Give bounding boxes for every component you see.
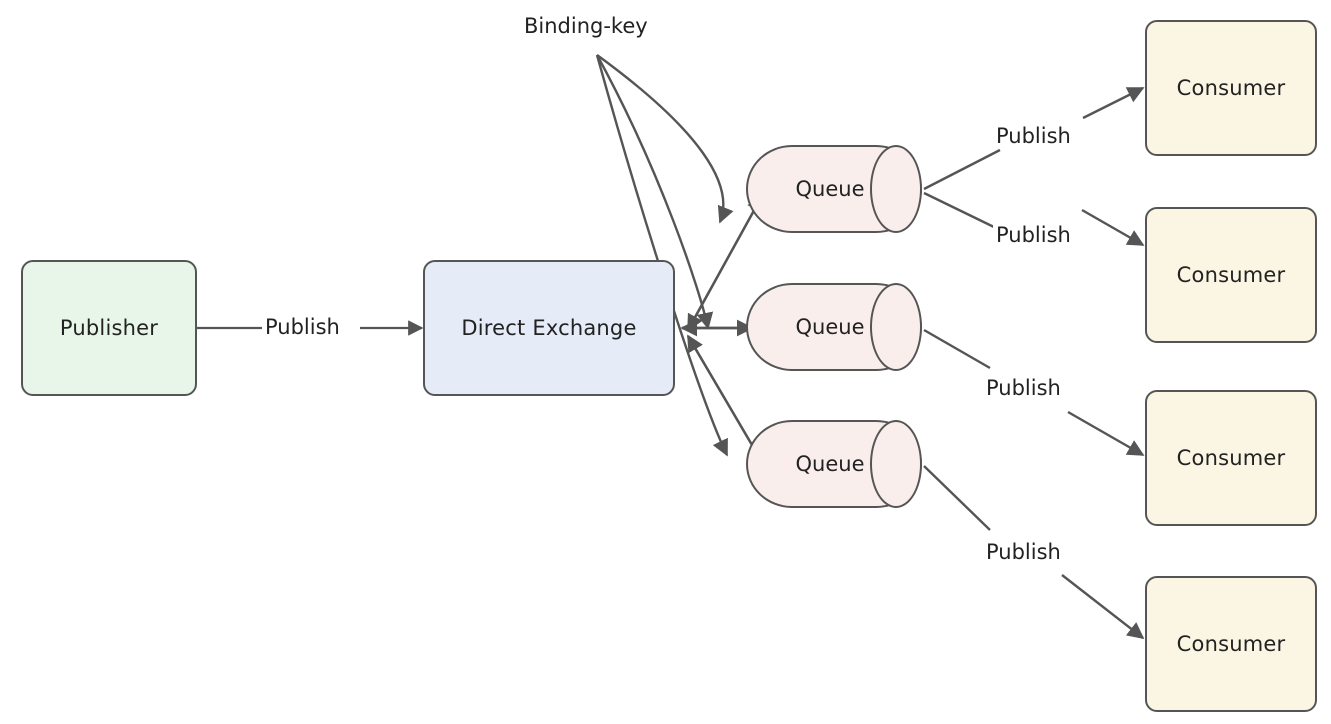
edge-label-publish-3: Publish <box>983 376 1064 401</box>
node-queue-2-label: Queue <box>795 315 865 339</box>
node-publisher-label: Publisher <box>59 316 159 340</box>
node-queue-1-label: Queue <box>795 177 865 201</box>
node-queue-1[interactable]: Queue <box>746 145 922 233</box>
binding-key-label: Binding-key <box>524 14 648 38</box>
node-consumer-4-label: Consumer <box>1176 632 1286 656</box>
edge-queue1-to-consumer1 <box>923 86 1145 191</box>
node-consumer-2[interactable]: Consumer <box>1145 207 1317 343</box>
node-queue-2[interactable]: Queue <box>746 283 922 371</box>
edge-label-publish-4: Publish <box>983 540 1064 565</box>
node-direct-exchange[interactable]: Direct Exchange <box>423 260 675 396</box>
queue-cylinder-cap <box>870 420 922 508</box>
queue-cylinder-cap <box>870 283 922 371</box>
edge-label-publish-2: Publish <box>993 223 1074 248</box>
node-consumer-1-label: Consumer <box>1176 76 1286 100</box>
edge-exchange-queue-1 <box>686 194 764 332</box>
node-direct-exchange-label: Direct Exchange <box>461 316 637 340</box>
edge-exchange-queue-3 <box>686 334 764 464</box>
node-consumer-4[interactable]: Consumer <box>1145 576 1317 712</box>
node-consumer-1[interactable]: Consumer <box>1145 20 1317 156</box>
node-consumer-2-label: Consumer <box>1176 263 1286 287</box>
node-queue-3[interactable]: Queue <box>746 420 922 508</box>
edge-label-publish-1: Publish <box>993 124 1074 149</box>
node-consumer-3[interactable]: Consumer <box>1145 390 1317 526</box>
queue-cylinder-cap <box>870 145 922 233</box>
node-consumer-3-label: Consumer <box>1176 446 1286 470</box>
edge-queue3-to-consumer4 <box>923 465 1145 640</box>
node-queue-3-label: Queue <box>795 452 865 476</box>
node-publisher[interactable]: Publisher <box>21 260 197 396</box>
edge-queue2-to-consumer3 <box>923 328 1145 457</box>
edge-queue1-to-consumer2 <box>923 191 1145 247</box>
edge-label-publish-0: Publish <box>262 315 343 340</box>
